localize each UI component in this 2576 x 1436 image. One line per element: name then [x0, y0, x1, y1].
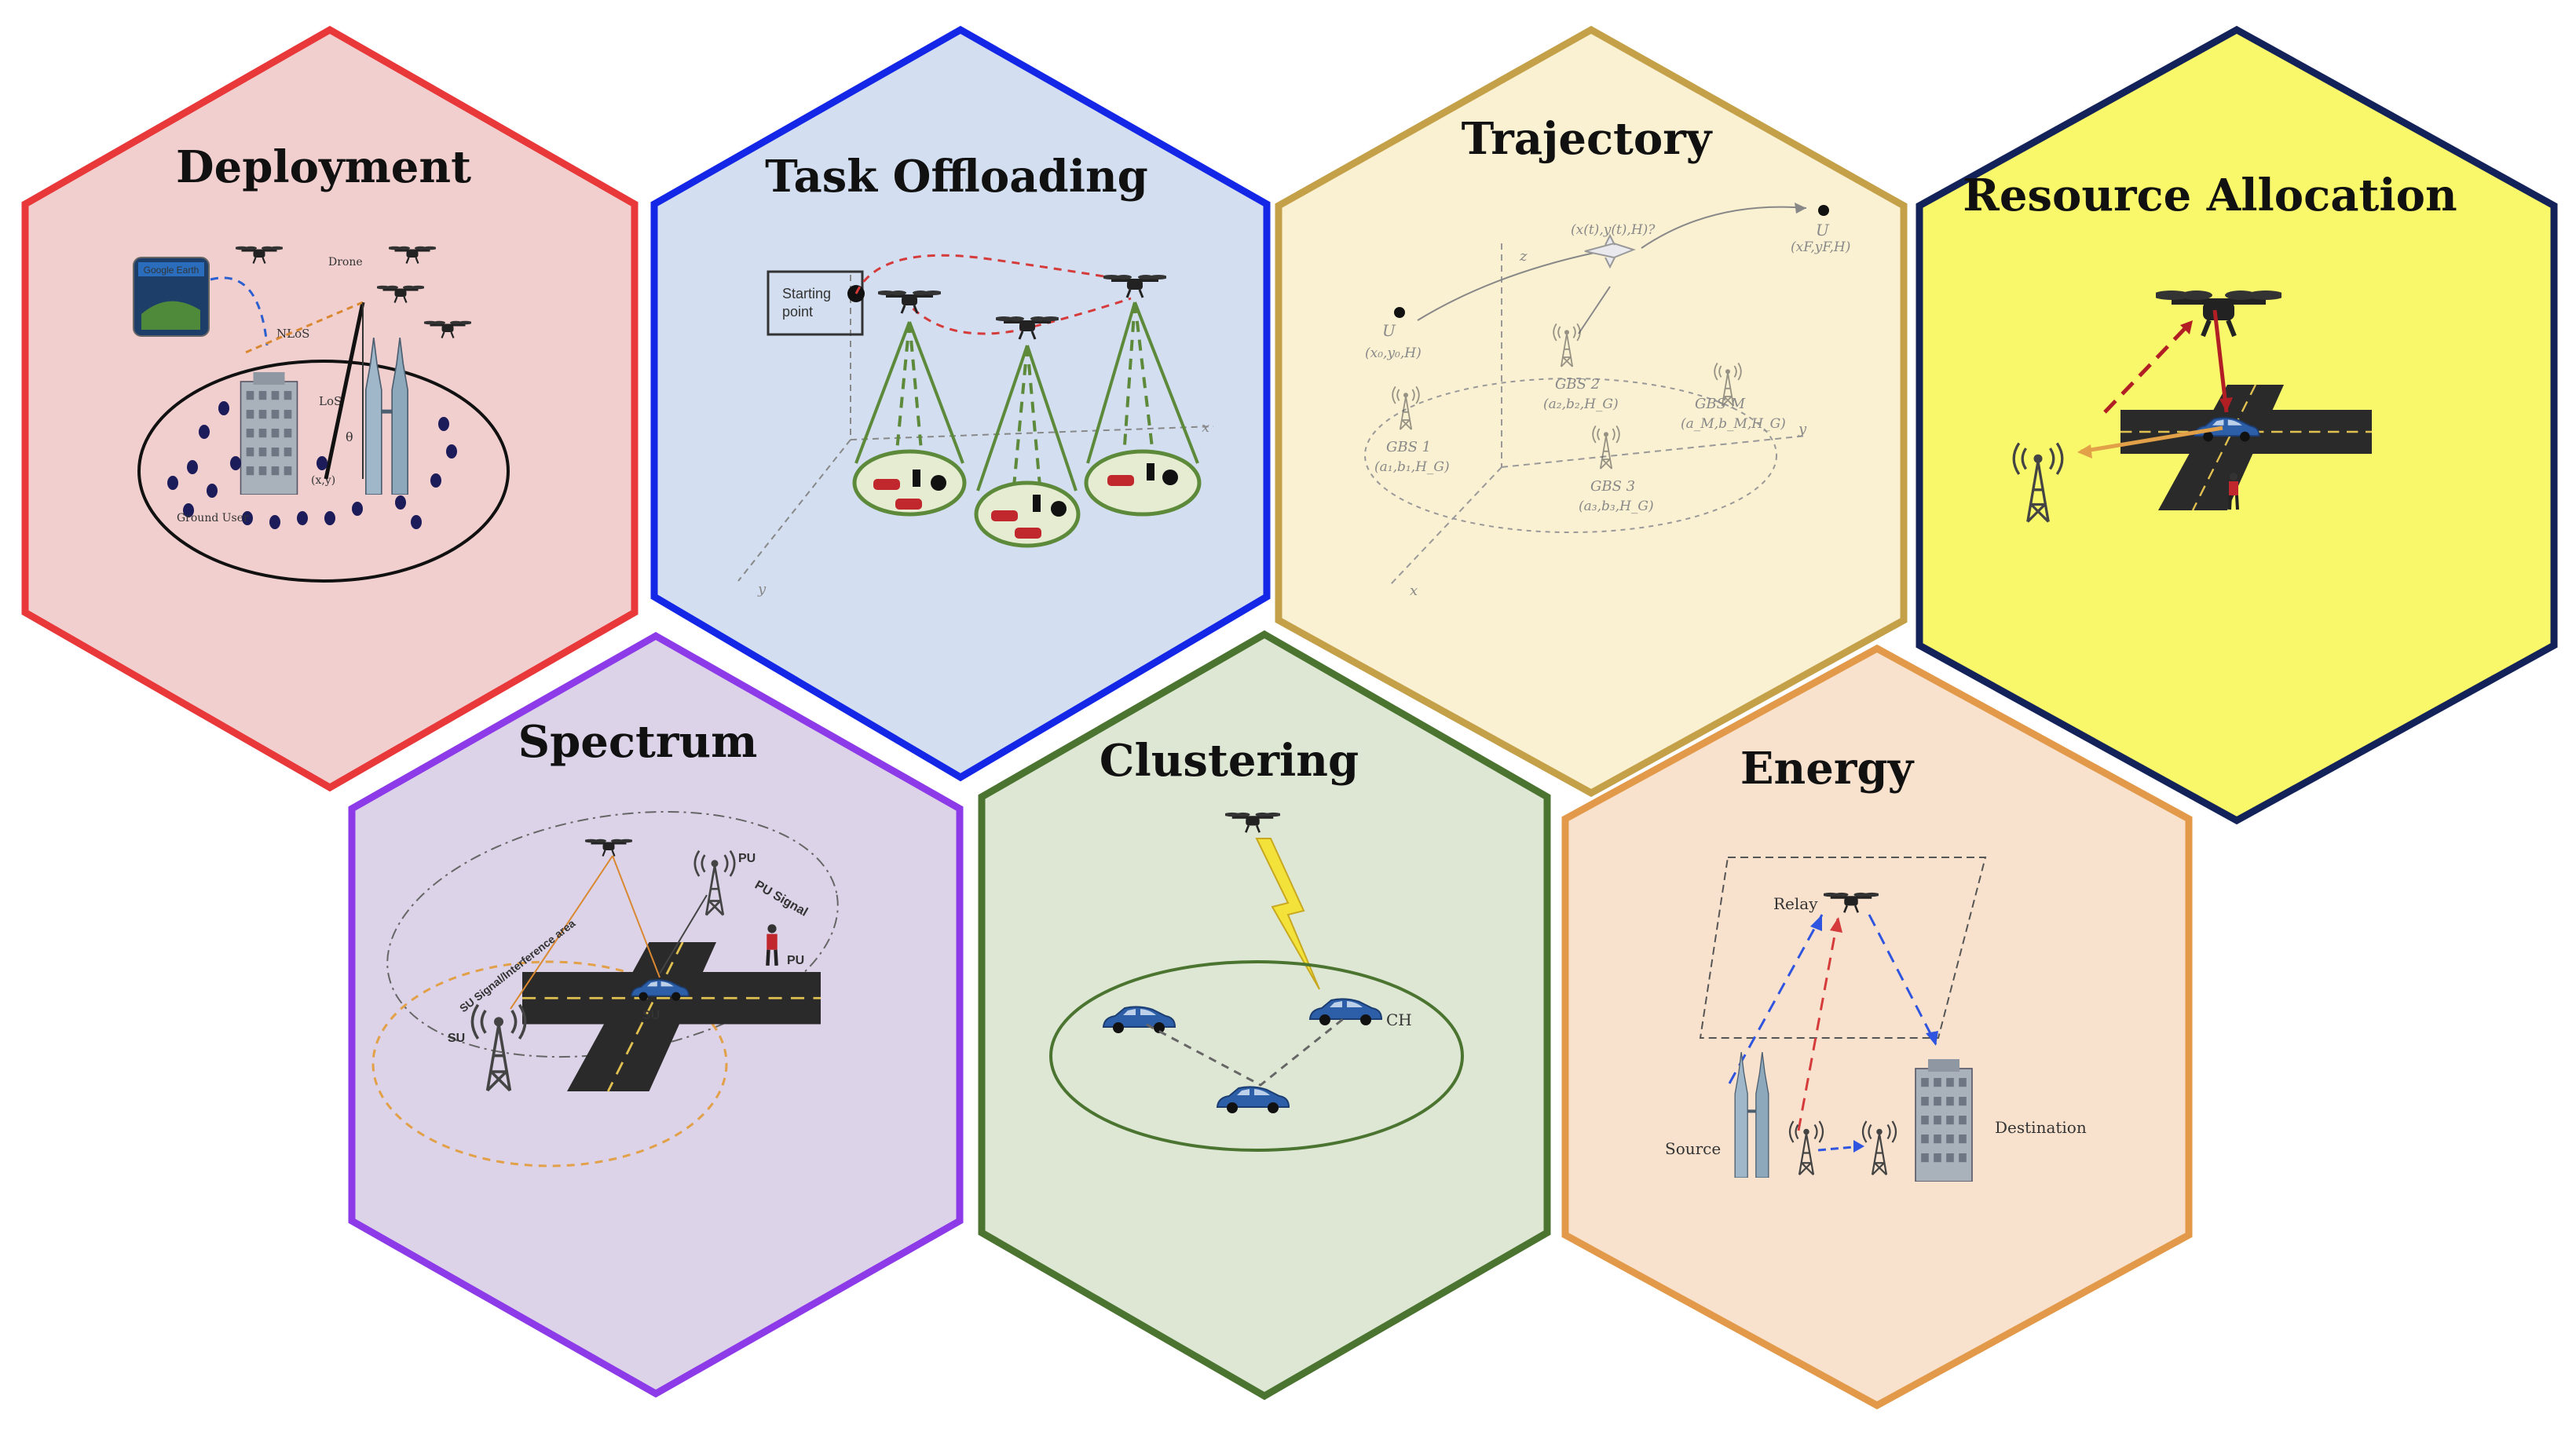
starting-point-label-2: point [782, 304, 813, 320]
resource-allocation-title: Resource Allocation [1963, 170, 2457, 221]
gbs1-label: GBS 1 [1386, 439, 1431, 455]
gbs1-coord: (a₁,b₁,H_G) [1374, 459, 1450, 475]
xy-label: (x,y) [311, 474, 335, 487]
su-car-label: SU [642, 1009, 660, 1022]
deployment-illustration: Google Earth Drone NLoS LoS h θ (x,y) Gr… [133, 245, 510, 583]
clustering-hexagon [978, 630, 1551, 1401]
mid-point-label: (x(t),y(t),H)? [1571, 222, 1656, 238]
su-label: SU [448, 1032, 465, 1045]
clustering-title: Clustering [1100, 735, 1359, 787]
pu-label: PU [738, 852, 756, 865]
y-axis-label: y [757, 581, 767, 597]
gbs2-label: GBS 2 [1555, 376, 1600, 393]
destination-label: Destination [1995, 1118, 2087, 1137]
z-axis-label: z [1519, 248, 1528, 265]
x-axis-label: x [1202, 419, 1209, 436]
cluster-head-label: CH [1386, 1010, 1412, 1029]
source-label: Source [1665, 1139, 1721, 1158]
u0-coord-label: (x₀,y₀,H) [1365, 345, 1422, 361]
starting-point-label-1: Starting [782, 286, 831, 301]
trajectory-title: Trajectory [1462, 113, 1713, 165]
gbsm-label: GBS M [1695, 396, 1746, 412]
x-axis-label: x [1410, 583, 1418, 599]
spectrum-title: Spectrum [518, 716, 758, 768]
gbs3-label: GBS 3 [1590, 478, 1635, 495]
relay-label: Relay [1773, 894, 1818, 913]
task-offloading-hexagon [650, 25, 1271, 782]
uf-label: U [1816, 221, 1830, 239]
deployment-hexagon [21, 25, 639, 792]
drone-label: Drone [328, 256, 363, 269]
trajectory-illustration: z y x U (x₀,y₀,H) (x(t),y(t),H)? U (xF,y… [1364, 203, 1850, 599]
task-offloading-illustration: x y Starting point [737, 254, 1214, 597]
energy-title: Energy [1740, 743, 1915, 795]
energy-illustration: Relay Source Destination [1665, 857, 2087, 1182]
theta-label: θ [346, 429, 353, 444]
resource-allocation-illustration [2014, 290, 2373, 522]
uf-coord-label: (xF,yF,H) [1791, 239, 1850, 255]
gbs2-coord: (a₂,b₂,H_G) [1543, 396, 1619, 412]
deployment-title: Deployment [176, 141, 471, 193]
nlos-label: NLoS [276, 327, 309, 341]
pu-user-label: PU [787, 954, 804, 967]
los-label: LoS [319, 394, 342, 408]
task-offloading-title: Task Offloading [765, 151, 1148, 203]
clustering-illustration: CH [1049, 811, 1464, 1152]
ground-user-label: Ground User [177, 512, 249, 524]
y-axis-label: y [1798, 421, 1807, 437]
trajectory-hexagon [1275, 25, 1908, 798]
gbsm-coord: (a_M,b_M,H_G) [1681, 416, 1786, 432]
gbs3-coord: (a₃,b₃,H_G) [1579, 499, 1654, 514]
u0-label: U [1382, 321, 1396, 340]
energy-hexagon [1561, 644, 2193, 1410]
google-earth-label: Google Earth [144, 265, 199, 276]
